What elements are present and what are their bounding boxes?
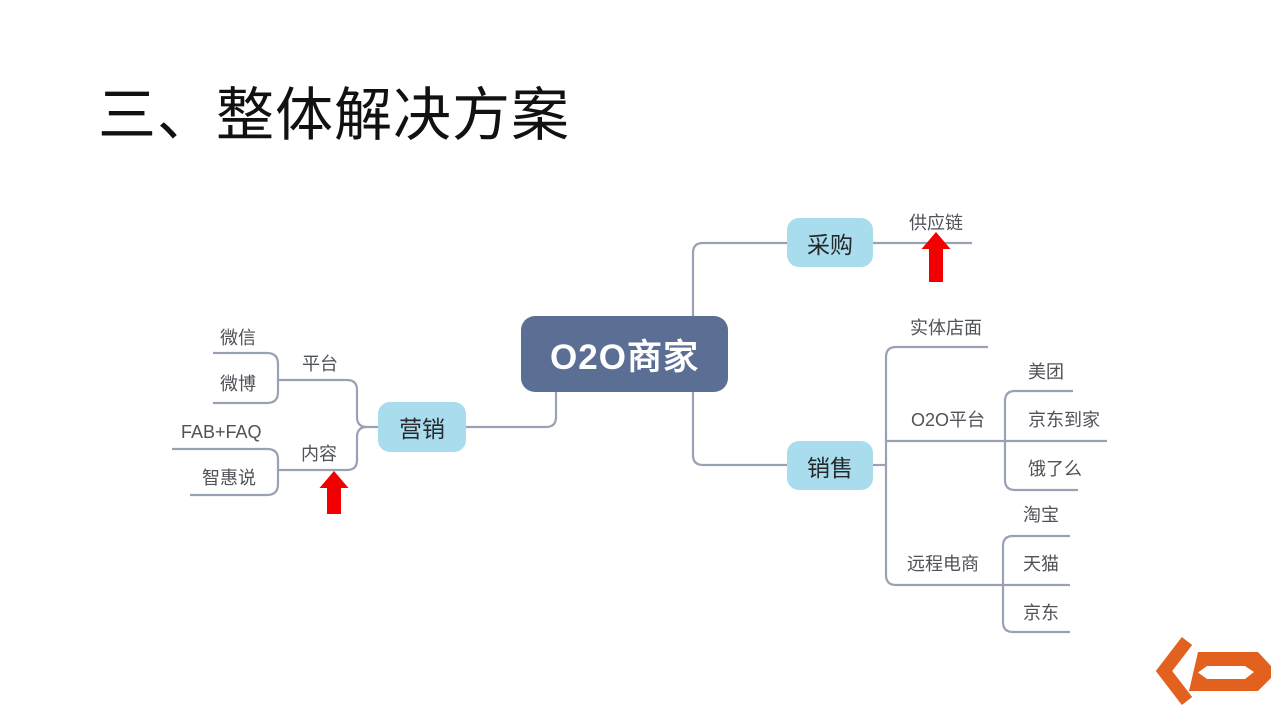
label-tmall: 天猫 [1023,554,1059,574]
label-physical-store: 实体店面 [910,318,982,338]
label-zhihuishuo: 智惠说 [202,468,256,488]
up-arrow-icon [921,232,951,282]
label-remote-ecommerce: 远程电商 [907,554,979,574]
label-jd: 京东 [1023,603,1059,623]
label-taobao: 淘宝 [1023,505,1059,525]
label-o2o-platform: O2O平台 [911,410,986,430]
slide-title: 三、整体解决方案 [98,83,571,148]
logo-icon [1155,637,1271,705]
label-supply-chain: 供应链 [909,213,963,233]
connector-lines [172,241,1107,634]
label-fab-faq: FAB+FAQ [181,422,262,442]
label-jd-daojia: 京东到家 [1028,410,1100,430]
up-arrow-icon [319,471,349,514]
label-weibo: 微博 [220,374,256,394]
label-eleme: 饿了么 [1028,459,1082,479]
node-sales: 销售 [787,441,873,490]
node-root: O2O商家 [521,316,728,392]
label-wechat: 微信 [220,328,256,348]
label-platform: 平台 [302,354,338,374]
node-marketing: 营销 [378,402,466,452]
label-content: 内容 [301,444,337,464]
node-procurement: 采购 [787,218,873,267]
label-meituan: 美团 [1028,362,1064,382]
